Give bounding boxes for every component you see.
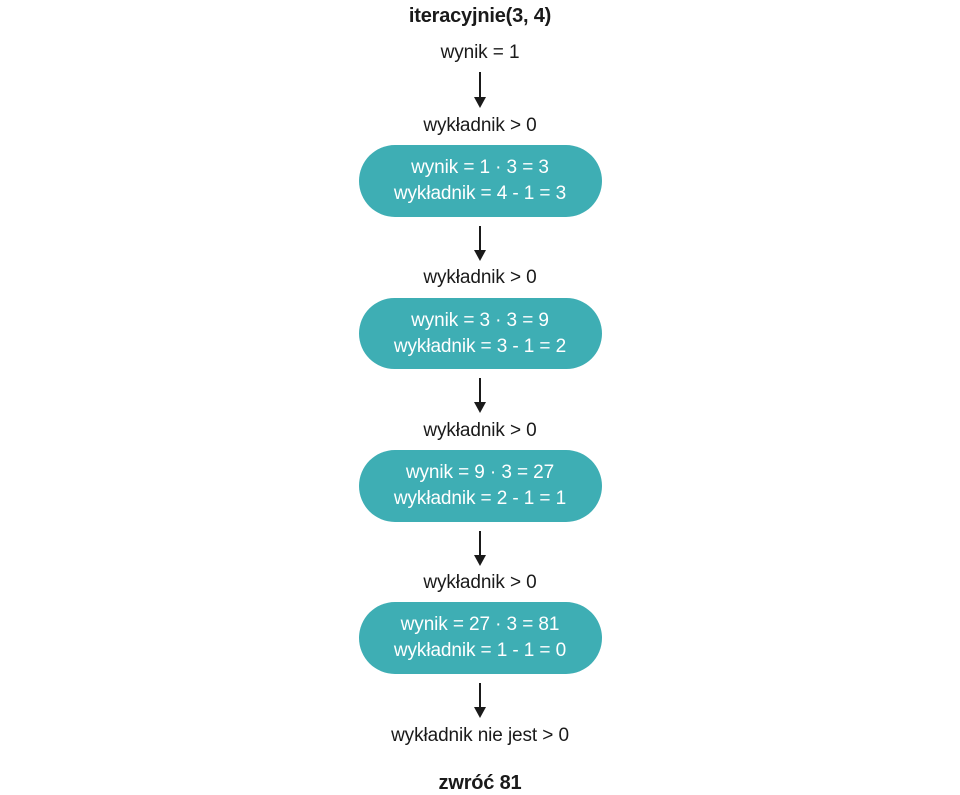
iteration-exponent-1: wykładnik = 4 - 1 = 3	[393, 183, 567, 205]
arrow-init-to-condition-1	[473, 71, 487, 108]
iteration-exponent-4: wykładnik = 1 - 1 = 0	[393, 640, 567, 662]
iteration-exponent-2: wykładnik = 3 - 1 = 2	[393, 335, 567, 357]
arrow-box-3-to-condition-4	[473, 530, 487, 566]
iteration-result-4: wynik = 27 · 3 = 81	[400, 614, 560, 636]
arrow-box-1-to-condition-2	[473, 226, 487, 262]
condition-label-1: wykładnik > 0	[423, 115, 537, 137]
exit-condition-label: wykładnik nie jest > 0	[391, 724, 569, 746]
init-label: wynik = 1	[440, 41, 520, 63]
condition-label-2: wykładnik > 0	[423, 267, 537, 289]
iteration-result-1: wynik = 1 · 3 = 3	[411, 157, 549, 179]
iteration-exponent-3: wykładnik = 2 - 1 = 1	[393, 487, 567, 509]
iteration-result-2: wynik = 3 · 3 = 9	[411, 309, 549, 331]
condition-label-4: wykładnik > 0	[423, 572, 537, 594]
return-label: zwróć 81	[438, 772, 522, 795]
arrow-box-4-to-exit	[473, 683, 487, 719]
iteration-box-1: wynik = 1 · 3 = 3 wykładnik = 4 - 1 = 3	[358, 145, 602, 218]
iteration-box-3: wynik = 9 · 3 = 27 wykładnik = 2 - 1 = 1	[358, 450, 602, 522]
iteration-box-2: wynik = 3 · 3 = 9 wykładnik = 3 - 1 = 2	[358, 297, 602, 370]
iteration-result-3: wynik = 9 · 3 = 27	[405, 461, 555, 483]
iteration-box-4: wynik = 27 · 3 = 81 wykładnik = 1 - 1 = …	[358, 602, 602, 675]
arrow-box-2-to-condition-3	[473, 378, 487, 414]
condition-label-3: wykładnik > 0	[423, 419, 537, 441]
page-title: iteracyjnie(3, 4)	[408, 5, 552, 27]
